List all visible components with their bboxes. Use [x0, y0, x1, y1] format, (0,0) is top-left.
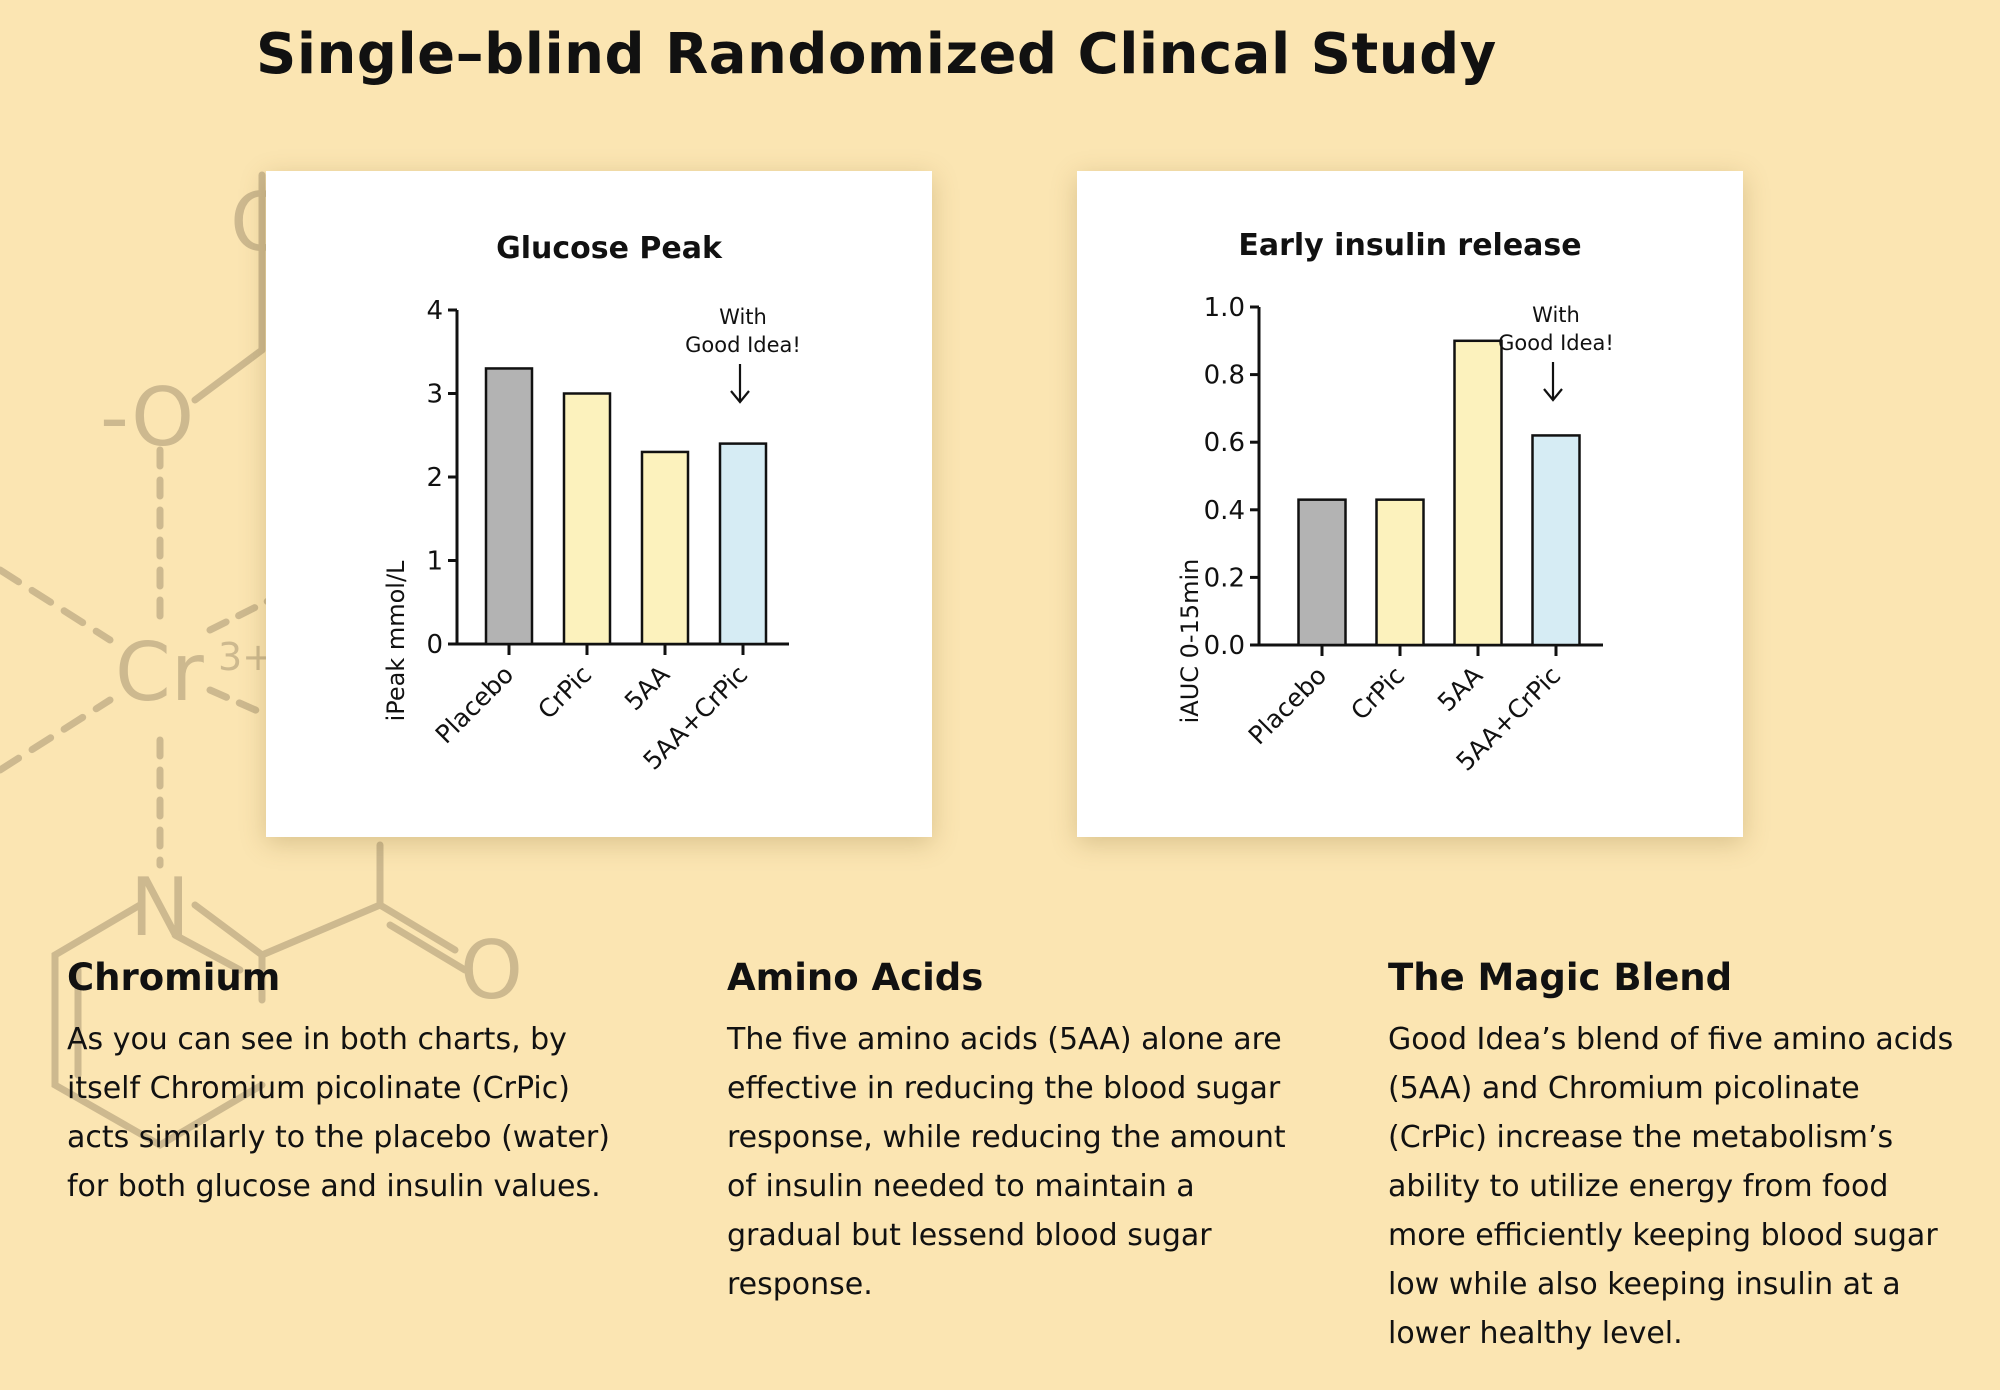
annotation-arrowhead: [730, 390, 750, 404]
y-tick-label: 0.8: [1204, 361, 1245, 391]
section-text: Good Idea’s blend of five amino acids (5…: [1388, 1022, 1954, 1351]
y-tick-label: 4: [426, 296, 443, 326]
bar-crpic: [1375, 498, 1425, 647]
molecule-charge: 3+: [218, 635, 274, 679]
molecule-atom-labels: O -O Cr 3+ N O: [100, 176, 523, 1017]
y-tick-label: 0.4: [1204, 496, 1245, 526]
annotation-text: With: [719, 305, 767, 329]
bar-5aa-crpic: [718, 442, 768, 646]
molecule-atom-n: N: [130, 861, 190, 954]
y-tick-label: 1: [426, 547, 443, 577]
molecule-atom-cr: Cr: [115, 626, 204, 719]
bar-5aa: [640, 450, 690, 646]
bar-5aa-crpic: [1531, 434, 1581, 647]
bar-5aa: [1453, 339, 1503, 647]
section-heading: The Magic Blend: [1388, 956, 1733, 999]
annotation-arrowhead: [1543, 388, 1563, 402]
y-tick-label: 3: [426, 380, 443, 410]
chart-title: Early insulin release: [1238, 228, 1581, 263]
x-tick-label: CrPic: [532, 660, 597, 725]
y-tick-label: 0: [426, 630, 443, 660]
bar-crpic: [562, 392, 612, 646]
y-tick-label: 0.6: [1204, 428, 1245, 458]
molecule-atom-o-carbonyl: O: [460, 924, 523, 1017]
y-tick-label: 0.2: [1204, 563, 1245, 593]
x-tick-label: 5AA: [1432, 661, 1488, 717]
bar-placebo: [1297, 498, 1347, 647]
section-heading: Chromium: [67, 956, 281, 999]
y-axis-label: iAUC 0-15min: [1176, 559, 1204, 724]
chart-bars: [484, 367, 768, 646]
annotation-text: Good Idea!: [1498, 331, 1614, 355]
bar-placebo: [484, 367, 534, 646]
chart-title: Glucose Peak: [496, 231, 723, 266]
page-title: Single–blind Randomized Clincal Study: [256, 22, 1497, 87]
x-tick-label: Placebo: [430, 660, 520, 750]
molecule-atom-o-minus: -O: [100, 371, 194, 464]
x-tick-label: 5AA: [619, 660, 675, 716]
section-amino-acids: Amino Acids The five amino acids (5AA) a…: [727, 956, 1287, 1309]
annotation-text: With: [1532, 303, 1580, 327]
section-chromium: Chromium As you can see in both charts, …: [67, 956, 627, 1211]
section-heading: Amino Acids: [727, 956, 984, 999]
section-magic-blend: The Magic Blend Good Idea’s blend of fiv…: [1388, 956, 1968, 1358]
x-tick-label: CrPic: [1345, 661, 1410, 726]
annotation-text: Good Idea!: [685, 333, 801, 357]
chart-bars: [1297, 339, 1581, 647]
section-text: As you can see in both charts, by itself…: [67, 1022, 610, 1204]
section-text: The five amino acids (5AA) alone are eff…: [727, 1022, 1286, 1302]
y-tick-label: 0.0: [1204, 631, 1245, 661]
y-tick-label: 1.0: [1204, 293, 1245, 323]
x-tick-label: Placebo: [1243, 661, 1333, 751]
y-axis-ticks: 0.0 0.2 0.4 0.6 0.8 1.0: [1204, 293, 1259, 661]
y-axis-label: iPeak mmol/L: [382, 560, 410, 721]
y-tick-label: 2: [426, 463, 443, 493]
insulin-release-chart: Early insulin release iAUC 0-15min 0.00.…: [1176, 228, 1614, 777]
y-axis-ticks: 0 1 2 3 4: [426, 296, 457, 660]
